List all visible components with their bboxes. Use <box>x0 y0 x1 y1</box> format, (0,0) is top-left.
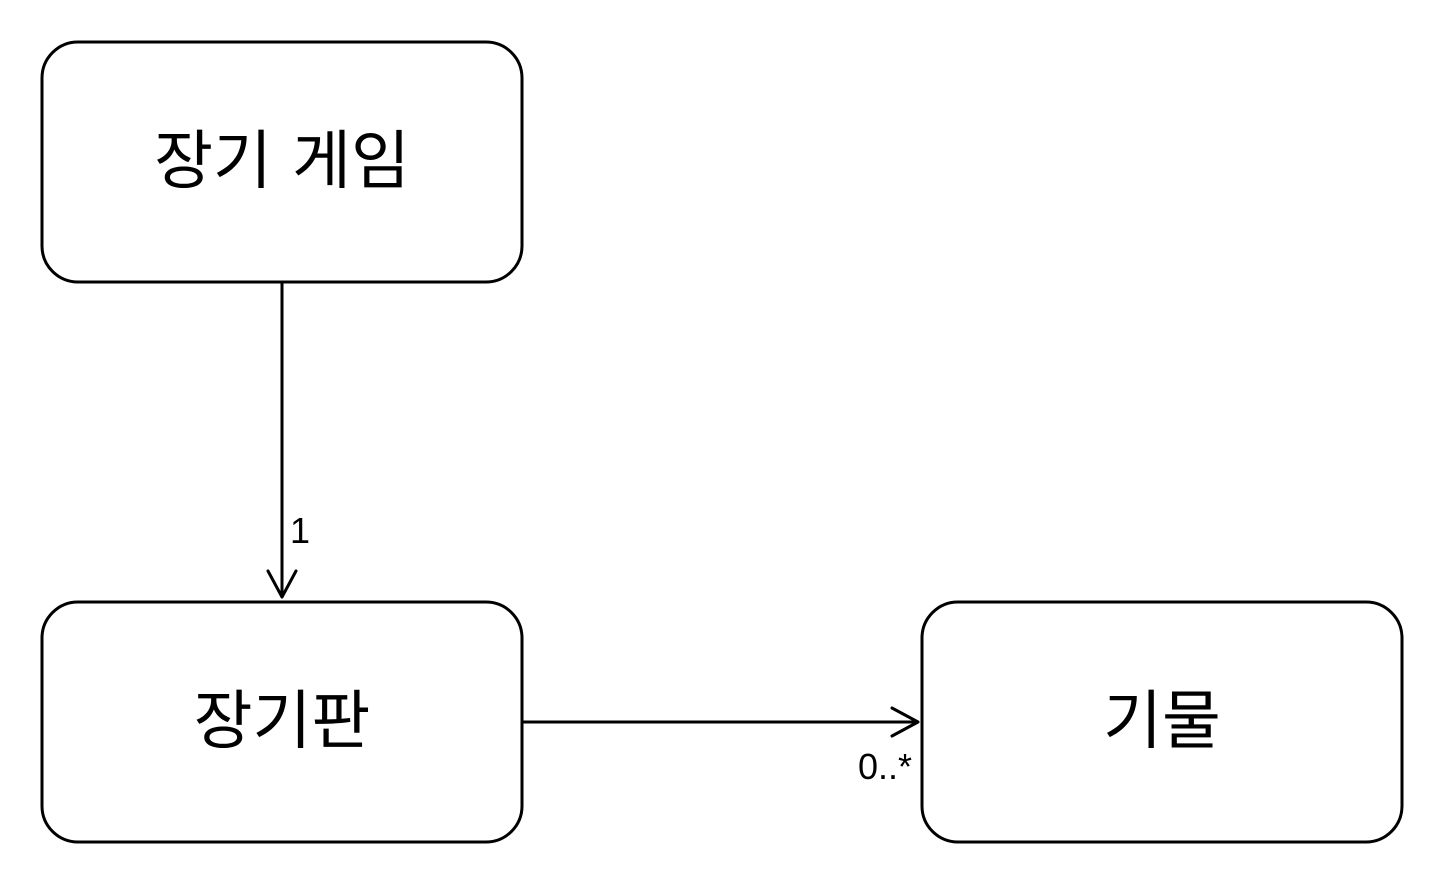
edge-game-to-board: 1 <box>266 282 310 599</box>
edge-board-to-piece-arrowhead <box>890 706 920 738</box>
edge-game-to-board-arrowhead <box>266 569 298 599</box>
node-game-label: 장기 게임 <box>154 125 410 199</box>
edge-game-to-board-multiplicity: 1 <box>290 510 310 551</box>
node-game[interactable]: 장기 게임 <box>40 40 524 284</box>
node-piece[interactable]: 기물 <box>920 600 1404 844</box>
node-board[interactable]: 장기판 <box>40 600 524 844</box>
node-board-label: 장기판 <box>194 685 371 759</box>
node-piece-box[interactable] <box>920 600 1404 844</box>
node-piece-label: 기물 <box>1103 685 1221 759</box>
edge-board-to-piece-multiplicity: 0..* <box>858 746 912 787</box>
node-game-box[interactable] <box>40 40 524 284</box>
edge-board-to-piece: 0..* <box>522 706 920 787</box>
node-board-box[interactable] <box>40 600 524 844</box>
